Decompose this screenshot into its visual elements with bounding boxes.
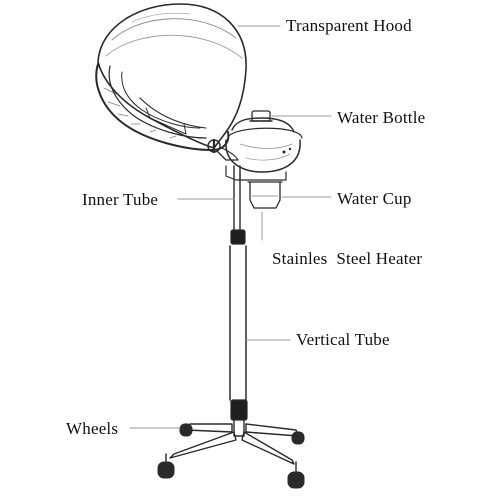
transparent-hood: [95, 3, 247, 151]
steamer-body: [225, 117, 303, 181]
wheel-front-right: [287, 461, 305, 489]
vertical-tube: [229, 245, 247, 401]
label-inner-tube: Inner Tube: [82, 190, 159, 209]
inner-tube: [233, 165, 241, 231]
wheel-front-left: [157, 453, 175, 479]
label-stainless-steel-heater: Stainles Steel Heater: [272, 249, 423, 268]
water-cup: [247, 181, 283, 209]
label-wheels: Wheels: [66, 419, 119, 438]
wheels: [157, 423, 305, 489]
label-transparent-hood: Transparent Hood: [286, 16, 412, 35]
water-bottle: [249, 110, 273, 122]
label-water-cup: Water Cup: [337, 189, 412, 208]
wheel-back-left: [179, 423, 193, 437]
hood-arm-joint: [207, 138, 239, 161]
label-vertical-tube: Vertical Tube: [296, 330, 390, 349]
wheel-back-right: [291, 431, 305, 445]
leader-lines: [129, 25, 332, 429]
height-clamp: [230, 229, 246, 245]
label-water-bottle: Water Bottle: [337, 108, 426, 127]
base-hub: [230, 399, 248, 437]
